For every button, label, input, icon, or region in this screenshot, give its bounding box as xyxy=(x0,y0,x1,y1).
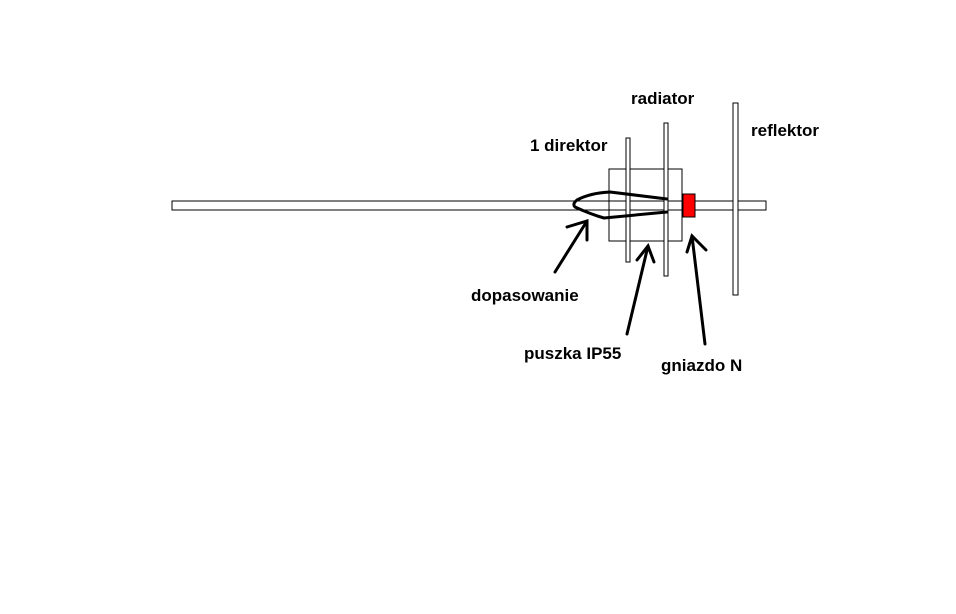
enclosure-box xyxy=(608,168,683,242)
arrow-gniazdo xyxy=(685,233,708,346)
matching-loop xyxy=(572,190,669,220)
label-direktor: 1 direktor xyxy=(530,136,608,155)
label-puszka: puszka IP55 xyxy=(524,344,621,363)
label-dopasowanie: dopasowanie xyxy=(471,286,579,305)
reflector-element xyxy=(732,102,739,296)
boom xyxy=(171,200,767,211)
arrow-dopasowanie xyxy=(553,218,589,274)
label-gniazdo: gniazdo N xyxy=(661,356,742,375)
label-radiator: radiator xyxy=(631,89,695,108)
arrow-puszka xyxy=(625,242,656,336)
label-reflektor: reflektor xyxy=(751,121,819,140)
director-element xyxy=(625,137,631,263)
n-connector xyxy=(682,193,696,218)
